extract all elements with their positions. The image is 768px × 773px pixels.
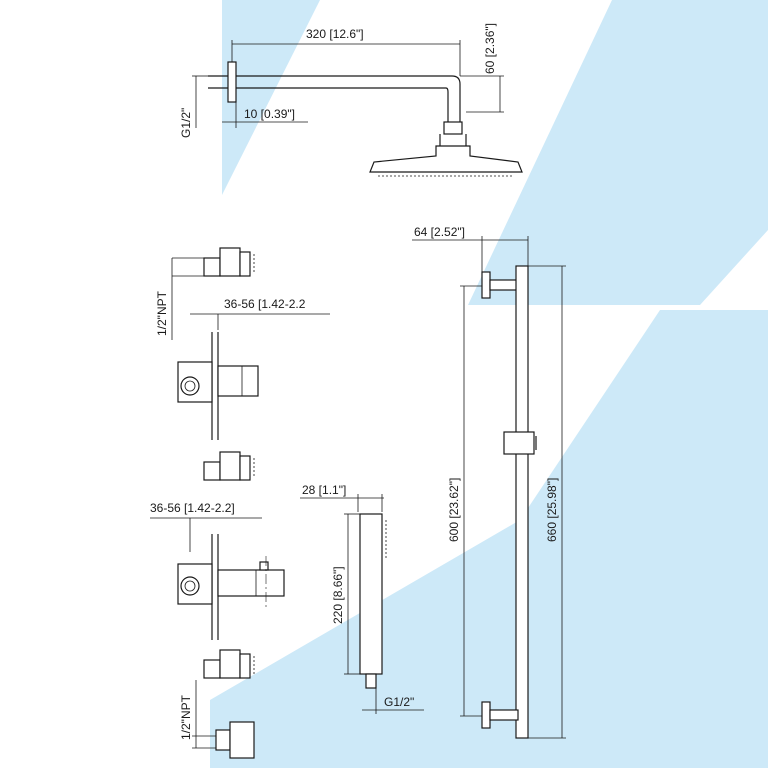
slide-bar-top-bracket [481,271,491,299]
background-accent [210,0,768,768]
hand-shower-body [359,513,383,675]
arm-length-label: 320 [12.6"] [306,27,364,41]
slide-bar-offset-label: 64 [2.52"] [414,225,465,239]
valve-upper-assembly: 1/2"NPT 36-56 [1.42-2.2 [155,247,330,481]
accent-shape-right [468,0,768,305]
slide-bar-slider [503,431,535,455]
body-jet-3 [203,649,255,679]
body-jet-2 [203,451,255,481]
accent-shape-top [222,0,320,195]
hand-shower-width-label: 28 [1.1"] [302,483,346,497]
valve-lower-port [180,576,200,596]
valve-upper-port-inner [184,380,196,392]
slide-bar-spacing-label: 600 [23.62"] [447,478,461,542]
shower-arm-assembly: 320 [12.6"] 60 [2.36"] 10 [0.39"] G1/2" [179,23,523,177]
arm-thread-label: G1/2" [179,108,193,138]
arm-swivel-nut [443,121,463,135]
slide-bar-rail [515,265,529,739]
slide-bar-top-arm [489,279,519,291]
valve-upper-npt-label: 1/2"NPT [155,290,169,336]
valve-lower-assembly: 36-56 [1.42-2.2] 1/2"NPT [150,501,285,759]
valve-lower-port-inner [184,580,196,592]
flange-label: 10 [0.39"] [244,107,295,121]
valve-upper-wall-label: 36-56 [1.42-2.2 [224,297,306,311]
hand-shower-connector [365,673,377,689]
slide-bar-assembly: 64 [2.52"] 600 [23.62"] 660 [25.98"] [412,225,566,739]
valve-lower-knob [259,561,269,571]
valve-upper-handle [217,365,259,397]
hand-shower-thread-label: G1/2" [384,695,414,709]
arm-wall-flange [227,61,237,103]
wall-outlet-elbow [215,729,231,751]
slide-bar-length-label: 660 [25.98"] [545,478,559,542]
valve-lower-wall-label: 36-56 [1.42-2.2] [150,501,235,515]
valve-upper-port [180,376,200,396]
hand-shower-length-label: 220 [8.66"] [331,566,345,624]
body-jet-1 [203,247,255,277]
arm-tube [236,75,461,122]
hand-shower-assembly: 28 [1.1"] 220 [8.66"] G1/2" [300,483,424,714]
valve-lower-handle [217,569,285,597]
accent-shape-lower [210,310,768,768]
slide-bar-bottom-arm [489,709,519,721]
valve-lower-npt-label: 1/2"NPT [179,694,193,740]
shower-head [369,145,523,173]
wall-outlet-body [229,721,255,759]
arm-drop-label: 60 [2.36"] [483,23,497,74]
slide-bar-bottom-bracket [481,701,491,729]
